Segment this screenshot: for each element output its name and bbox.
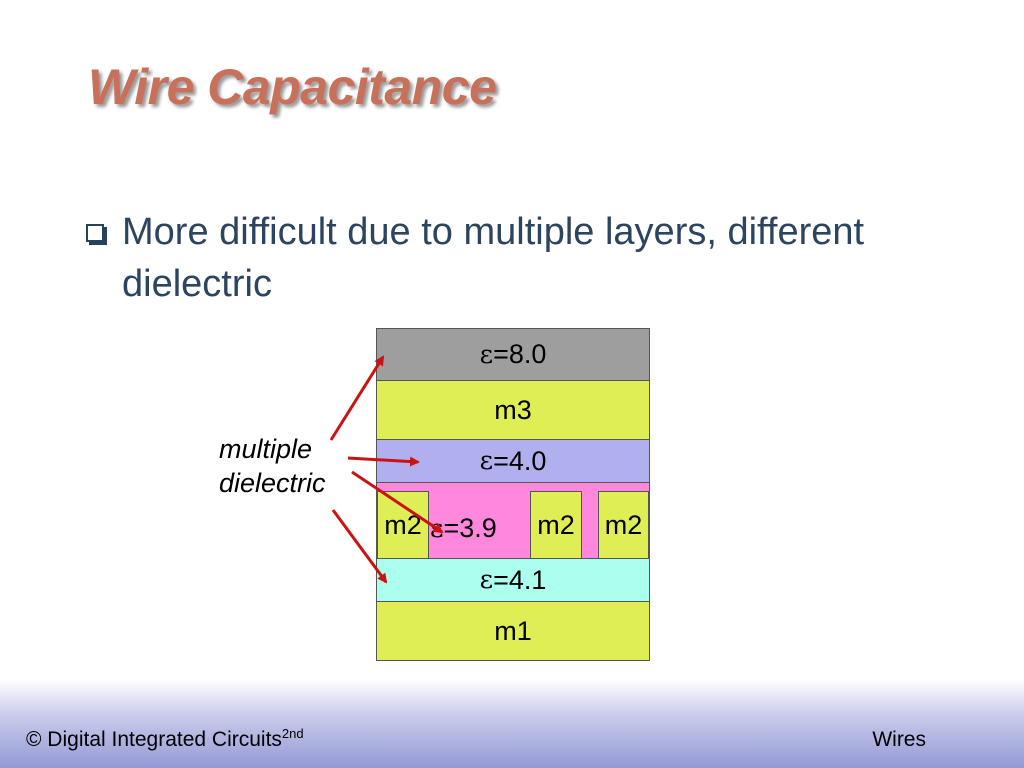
footer-section: Wires	[872, 728, 926, 751]
dielectric-layer-4-0: ε=4.0	[377, 440, 649, 483]
layer-stack: ε=8.0 m3 ε=4.0 ε=3.9 m2 m2 m2 ε=4.1 m1	[376, 328, 650, 661]
multiple-dielectric-label: multiple dielectric	[219, 432, 326, 500]
slide-title: Wire Capacitance	[88, 59, 497, 115]
epsilon-symbol: ε	[479, 565, 494, 595]
footer-copyright: © Digital Integrated Circuits2nd	[26, 726, 304, 752]
footer-left-text: © Digital Integrated Circuits	[26, 728, 282, 751]
dielectric-value: =8.0	[493, 339, 547, 369]
m2-label: m2	[537, 509, 575, 540]
metal-m2-right: m2	[598, 491, 649, 559]
arrow-to-eps-3-9	[351, 470, 444, 534]
footer-edition: 2nd	[281, 726, 304, 741]
dielectric-value: =4.0	[493, 445, 547, 476]
dielectric-value: =3.9	[443, 513, 497, 543]
dielectric-layer-8-0: ε=8.0	[377, 329, 649, 381]
label-line-2: dielectric	[219, 468, 326, 498]
bullet-text: More difficult due to multiple layers, d…	[122, 211, 865, 305]
arrow-to-eps-4-0	[347, 456, 420, 467]
dielectric-layer-4-1: ε=4.1	[377, 559, 649, 602]
m3-label: m3	[494, 394, 532, 425]
checkbox-bullet-icon	[86, 224, 104, 242]
metal-layer-m3: m3	[377, 381, 649, 440]
epsilon-symbol: ε	[479, 339, 494, 370]
label-line-1: multiple	[219, 434, 313, 464]
dielectric-value: =4.1	[493, 564, 547, 595]
m2-label: m2	[604, 509, 643, 540]
arrow-to-eps-4-1	[331, 509, 388, 584]
footer-bar	[0, 680, 1024, 768]
m1-label: m1	[494, 615, 532, 646]
arrow-to-eps-8-0	[329, 355, 385, 441]
epsilon-symbol: ε	[479, 446, 494, 476]
metal-layer-m1: m1	[377, 602, 649, 660]
metal-m2-middle: m2	[530, 491, 582, 559]
